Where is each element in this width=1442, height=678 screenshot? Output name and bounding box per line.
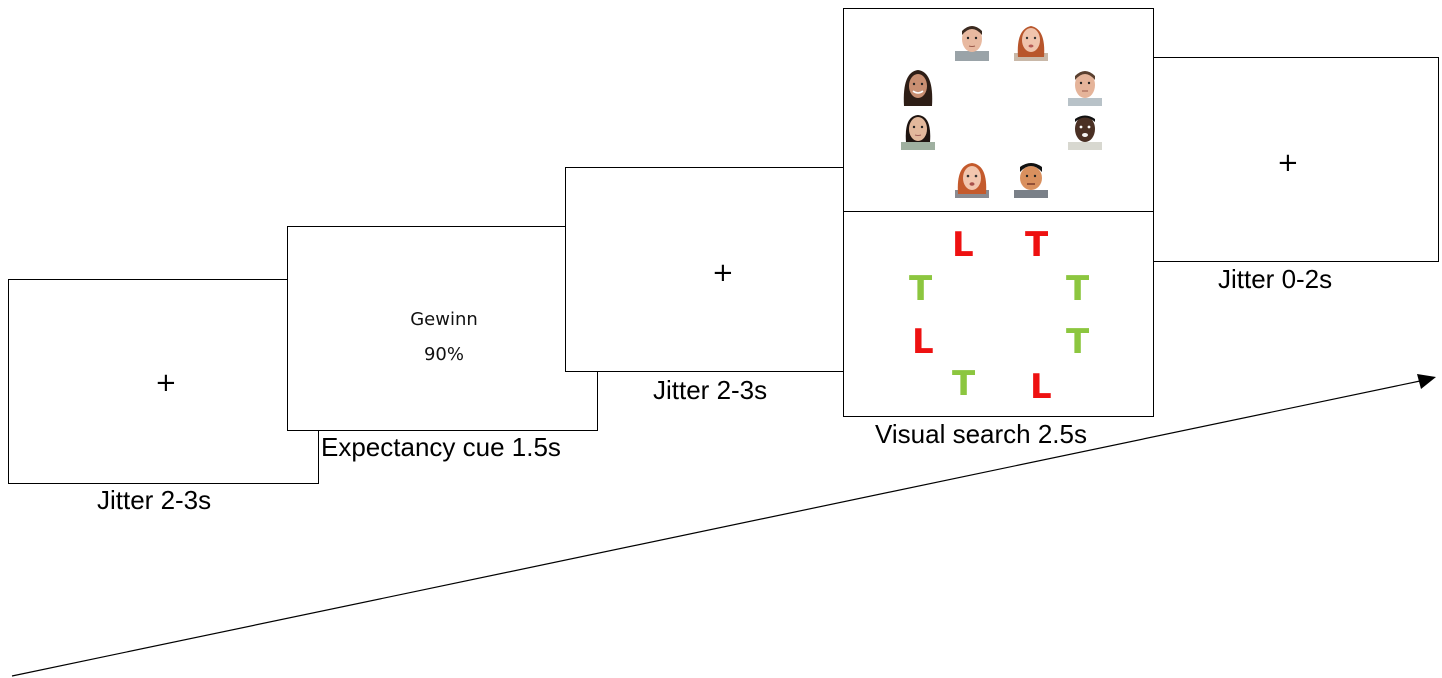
- face-image: [955, 26, 989, 61]
- face-image: [1014, 26, 1048, 61]
- search-letter: T: [952, 364, 976, 404]
- search-letter: T: [1066, 269, 1090, 309]
- face-image: [955, 163, 989, 198]
- frame-jitter-3: +: [1152, 57, 1439, 262]
- caption-jitter-2: Jitter 2-3s: [653, 375, 768, 405]
- frame-letter-search: L T T T L T T L: [843, 211, 1154, 417]
- frame-jitter-2: +: [565, 167, 876, 372]
- frame-jitter-1: +: [8, 279, 319, 484]
- search-letter: T: [909, 269, 933, 309]
- arrowhead-icon: [1417, 374, 1436, 389]
- caption-expectancy-cue: Expectancy cue 1.5s: [321, 432, 561, 462]
- search-letter: L: [1030, 367, 1052, 407]
- fixation-cross: +: [712, 258, 734, 288]
- caption-jitter-3: Jitter 0-2s: [1218, 264, 1333, 294]
- search-letter: T: [1066, 322, 1090, 362]
- search-letter: T: [1025, 225, 1049, 265]
- fixation-cross: +: [155, 368, 177, 398]
- fixation-cross: +: [1277, 148, 1299, 178]
- caption-visual-search: Visual search 2.5s: [875, 419, 1087, 449]
- caption-jitter-1: Jitter 2-3s: [97, 485, 212, 515]
- search-letter: L: [952, 225, 974, 265]
- frame-expectancy-cue: Gewinn 90%: [287, 226, 598, 431]
- face-image: [1068, 71, 1102, 106]
- face-image: [1068, 115, 1102, 150]
- face-image: [903, 70, 933, 106]
- cue-percentage: 90%: [423, 344, 464, 365]
- face-image: [1014, 163, 1048, 198]
- face-image: [901, 115, 935, 150]
- frame-face-search: [843, 8, 1154, 213]
- search-letter: L: [912, 322, 934, 362]
- cue-label: Gewinn: [410, 309, 478, 330]
